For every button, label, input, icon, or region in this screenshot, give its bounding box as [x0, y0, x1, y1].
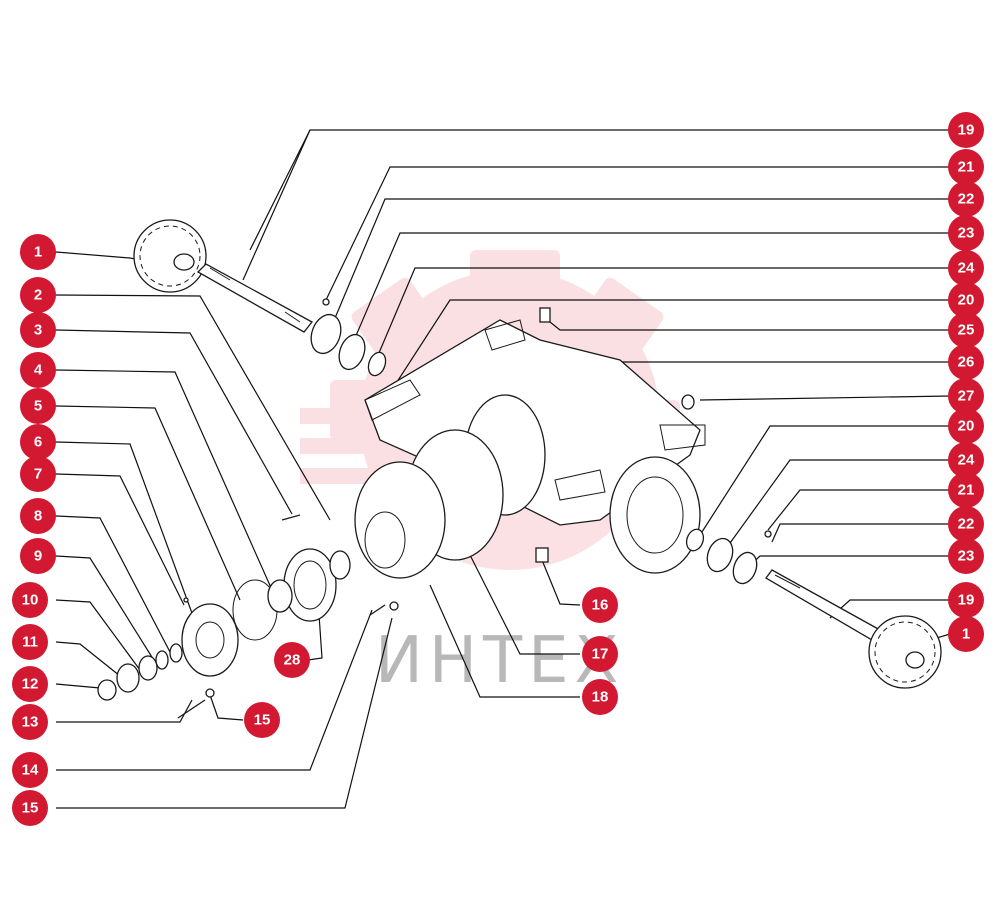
- svg-text:28: 28: [284, 652, 301, 669]
- differential-carrier: [354, 429, 504, 579]
- callout-27: 27: [948, 378, 984, 414]
- svg-text:25: 25: [958, 322, 975, 339]
- top-left-bearing-set: [310, 298, 387, 377]
- callout-14: 14: [12, 752, 48, 788]
- svg-text:24: 24: [958, 260, 975, 277]
- svg-text:9: 9: [34, 548, 42, 565]
- callout-19-bot: 19: [948, 582, 984, 618]
- small-fittings: [535, 307, 695, 563]
- svg-text:6: 6: [34, 434, 42, 451]
- callout-26: 26: [948, 344, 984, 380]
- callout-19-top: 19: [948, 112, 984, 148]
- svg-text:12: 12: [22, 676, 39, 693]
- right-bearing-set: [685, 528, 772, 585]
- svg-text:3: 3: [34, 322, 42, 339]
- svg-text:26: 26: [958, 354, 975, 371]
- svg-text:5: 5: [34, 398, 42, 415]
- callout-24-top: 24: [948, 250, 984, 286]
- callout-12: 12: [12, 666, 48, 702]
- callout-15-mid: 15: [244, 702, 280, 738]
- svg-text:15: 15: [254, 712, 271, 729]
- callout-21-bot: 21: [948, 472, 984, 508]
- callout-15-left: 15: [12, 790, 48, 826]
- svg-text:23: 23: [958, 548, 975, 565]
- svg-text:7: 7: [34, 466, 42, 483]
- left-sprocket-gear: [133, 219, 207, 293]
- callout-17: 17: [582, 636, 618, 672]
- svg-text:1: 1: [34, 244, 42, 261]
- callout-22-bot: 22: [948, 506, 984, 542]
- svg-text:20: 20: [958, 292, 975, 309]
- svg-text:10: 10: [22, 592, 39, 609]
- svg-text:13: 13: [22, 714, 39, 731]
- svg-text:19: 19: [958, 122, 975, 139]
- callout-20-bot: 20: [948, 408, 984, 444]
- svg-text:18: 18: [592, 689, 609, 706]
- svg-text:23: 23: [958, 225, 975, 242]
- right-axle-shaft: [765, 569, 881, 641]
- left-seal-parts: [281, 514, 351, 622]
- callout-8: 8: [20, 498, 56, 534]
- left-axle-shaft: [196, 263, 313, 333]
- callout-16: 16: [582, 587, 618, 623]
- svg-text:22: 22: [958, 191, 975, 208]
- callout-7: 7: [20, 456, 56, 492]
- callout-3: 3: [20, 312, 56, 348]
- callout-6: 6: [20, 424, 56, 460]
- svg-text:15: 15: [22, 800, 39, 817]
- callout-18: 18: [582, 679, 618, 715]
- svg-text:16: 16: [592, 597, 609, 614]
- callout-1-left: 1: [20, 234, 56, 270]
- callout-24-bot: 24: [948, 442, 984, 478]
- callout-22-top: 22: [948, 181, 984, 217]
- svg-text:17: 17: [592, 646, 609, 663]
- svg-text:1: 1: [962, 626, 970, 643]
- svg-text:8: 8: [34, 508, 42, 525]
- callout-9: 9: [20, 538, 56, 574]
- svg-text:21: 21: [958, 482, 975, 499]
- callout-21-top: 21: [948, 149, 984, 185]
- watermark-text: ИНТЕХ: [375, 624, 624, 698]
- svg-text:2: 2: [34, 287, 42, 304]
- callout-28: 28: [274, 642, 310, 678]
- leader-lines: [55, 129, 951, 809]
- svg-text:21: 21: [958, 159, 975, 176]
- svg-text:11: 11: [22, 634, 38, 651]
- callout-2: 2: [20, 277, 56, 313]
- svg-text:20: 20: [958, 418, 975, 435]
- callout-11: 11: [12, 624, 48, 660]
- svg-text:27: 27: [958, 388, 975, 405]
- svg-text:19: 19: [958, 592, 975, 609]
- callout-4: 4: [20, 352, 56, 388]
- callout-10: 10: [12, 582, 48, 618]
- left-flange-assembly: [97, 579, 293, 701]
- callout-25: 25: [948, 312, 984, 348]
- callout-5: 5: [20, 388, 56, 424]
- svg-text:14: 14: [22, 762, 39, 779]
- right-sprocket-gear: [868, 615, 942, 689]
- callout-13: 13: [12, 704, 48, 740]
- callout-23-bot: 23: [948, 538, 984, 574]
- callout-20-top: 20: [948, 282, 984, 318]
- svg-text:22: 22: [958, 516, 975, 533]
- callout-1-right: 1: [948, 616, 984, 652]
- svg-text:24: 24: [958, 452, 975, 469]
- callout-23-top: 23: [948, 215, 984, 251]
- svg-text:4: 4: [34, 362, 43, 379]
- callouts: 1 2 3 4 5 6 7 8 9 10 11 12 13 14 15 15 2…: [12, 112, 984, 826]
- bolts: [177, 601, 399, 719]
